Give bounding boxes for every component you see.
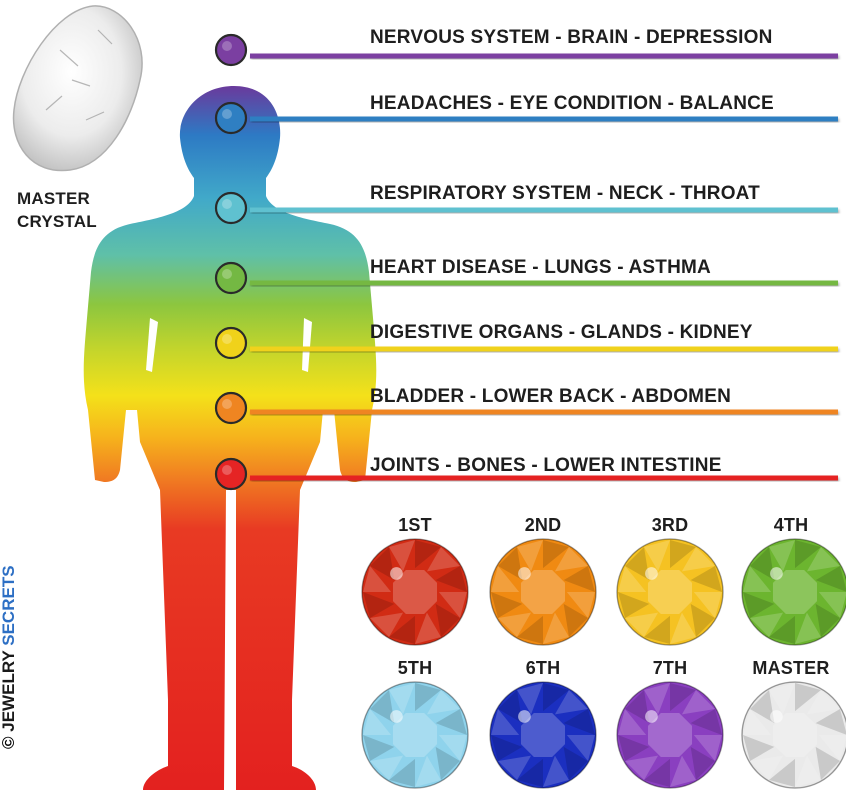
gemstone-3: [617, 539, 723, 645]
chakra-line-1: [250, 54, 838, 59]
gem-label-3: 3RD: [625, 515, 715, 536]
chakra-highlight-2: [222, 109, 232, 119]
chakra-highlight-1: [222, 41, 232, 51]
chakra-highlight-6: [222, 399, 232, 409]
credit-brand-part2: SECRETS: [0, 565, 18, 645]
gem-label-4: 4TH: [746, 515, 836, 536]
chakra-circle-1: [216, 35, 246, 65]
gemstone-1: [362, 539, 468, 645]
jewelry-secrets-credit: © JEWELRY SECRETS: [0, 619, 19, 749]
body-silhouette: [84, 86, 377, 790]
chakra-label-1: NERVOUS SYSTEM - BRAIN - DEPRESSION: [370, 27, 773, 49]
chakra-line-3: [250, 208, 838, 213]
chakra-circle-7: [216, 459, 246, 489]
chakra-label-7: JOINTS - BONES - LOWER INTESTINE: [370, 455, 722, 477]
credit-brand-part1: JEWELRY: [0, 650, 18, 731]
gem-label-7: 7TH: [625, 658, 715, 679]
chakra-line-4: [250, 281, 838, 286]
gem-label-1: 1ST: [370, 515, 460, 536]
chakra-highlight-7: [222, 465, 232, 475]
chakra-label-5: DIGESTIVE ORGANS - GLANDS - KIDNEY: [370, 322, 753, 344]
crystal-label-line2: CRYSTAL: [17, 210, 97, 233]
master-crystal-icon: [14, 6, 143, 171]
gemstone-8: [742, 682, 846, 788]
gem-label-8: MASTER: [746, 658, 836, 679]
gem-label-6: 6TH: [498, 658, 588, 679]
chakra-label-4: HEART DISEASE - LUNGS - ASTHMA: [370, 257, 711, 279]
chakra-highlight-3: [222, 199, 232, 209]
master-crystal-label: MASTER CRYSTAL: [17, 187, 97, 233]
chakra-circle-6: [216, 393, 246, 423]
gemstone-5: [362, 682, 468, 788]
chakra-circle-2: [216, 103, 246, 133]
gem-label-2: 2ND: [498, 515, 588, 536]
chakra-circle-3: [216, 193, 246, 223]
chakra-line-5: [250, 347, 838, 352]
crystal-label-line1: MASTER: [17, 187, 97, 210]
chakra-highlight-5: [222, 334, 232, 344]
chakra-circle-5: [216, 328, 246, 358]
chakra-line-6: [250, 410, 838, 415]
gemstone-7: [617, 682, 723, 788]
chakra-line-2: [250, 117, 838, 122]
gemstone-4: [742, 539, 846, 645]
gemstone-6: [490, 682, 596, 788]
gemstone-2: [490, 539, 596, 645]
chakra-label-3: RESPIRATORY SYSTEM - NECK - THROAT: [370, 183, 760, 205]
chakra-label-6: BLADDER - LOWER BACK - ABDOMEN: [370, 386, 731, 408]
copyright-symbol: ©: [0, 736, 18, 749]
chakra-label-2: HEADACHES - EYE CONDITION - BALANCE: [370, 93, 774, 115]
chakra-highlight-4: [222, 269, 232, 279]
chakra-circle-4: [216, 263, 246, 293]
gem-label-5: 5TH: [370, 658, 460, 679]
